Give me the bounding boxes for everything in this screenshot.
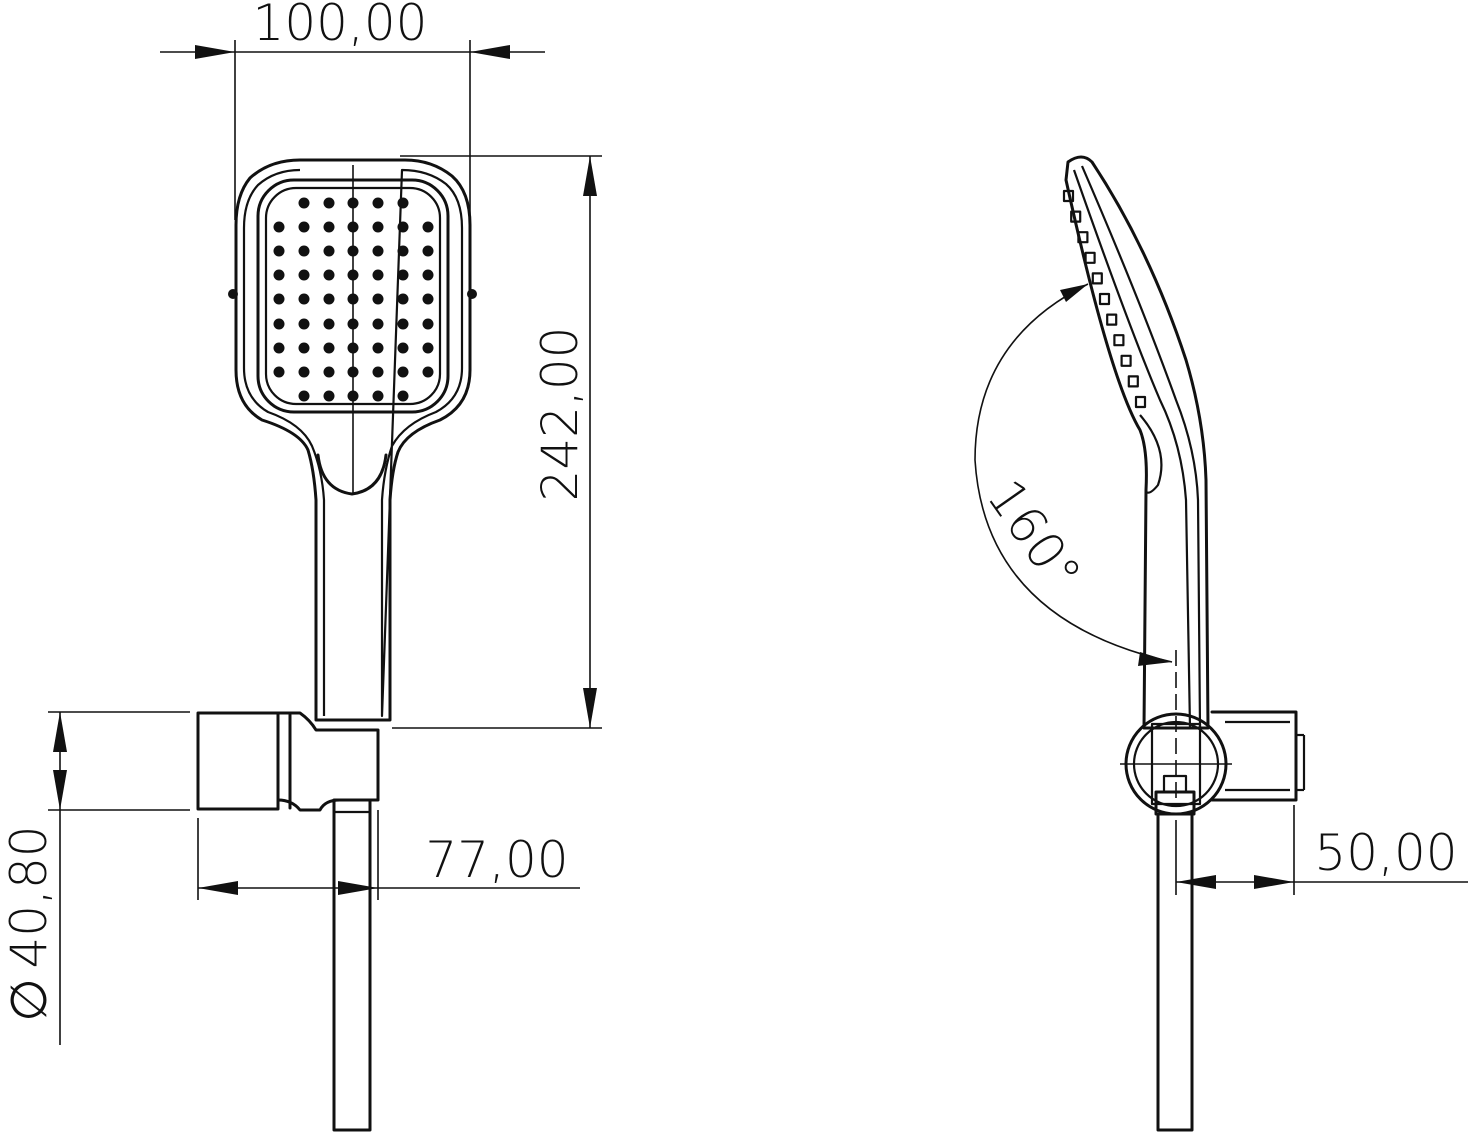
nozzle (372, 342, 384, 354)
side-dimensions: 160° 50,00 (974, 283, 1468, 895)
nozzle (298, 390, 310, 402)
front-dimensions: 100,00 242,00 40,80 ∅ 77,00 (0, 0, 602, 1045)
nozzle (422, 318, 434, 330)
side-nozzle (1062, 189, 1075, 203)
nozzle (397, 245, 409, 257)
handle-front-face (1072, 169, 1192, 729)
nozzle (347, 197, 359, 209)
nozzle (298, 318, 310, 330)
shower-head-outer (234, 158, 472, 722)
diameter-dim-label: 40,80 (0, 825, 58, 968)
nozzle (323, 390, 335, 402)
nozzle (347, 221, 359, 233)
nozzle (347, 390, 359, 402)
side-nozzle (1106, 313, 1118, 326)
nozzle (397, 390, 409, 402)
nozzle (422, 269, 434, 281)
side-nozzle (1113, 334, 1125, 347)
side-nozzle (1120, 354, 1132, 367)
nozzle (273, 342, 285, 354)
nozzle (372, 269, 384, 281)
nozzle (273, 366, 285, 378)
side-wall-bracket (1210, 710, 1298, 802)
angle-arc (974, 283, 1173, 663)
nozzle (397, 366, 409, 378)
wall-holder-arm (276, 711, 380, 812)
nozzle (273, 245, 285, 257)
nozzle (347, 245, 359, 257)
nozzle (397, 221, 409, 233)
nozzle (273, 269, 285, 281)
nozzle (397, 318, 409, 330)
nozzle (323, 342, 335, 354)
nozzle (273, 293, 285, 305)
diameter-symbol: ∅ (0, 978, 58, 1022)
front-view (196, 158, 477, 1132)
nozzle-grid (273, 197, 434, 402)
nozzle (347, 269, 359, 281)
nozzle (372, 318, 384, 330)
nozzle (422, 342, 434, 354)
nozzle (323, 221, 335, 233)
nozzle (298, 245, 310, 257)
shower-head-rim (242, 168, 464, 718)
nozzle (397, 342, 409, 354)
nozzle (422, 245, 434, 257)
nozzle (323, 318, 335, 330)
nozzle (372, 221, 384, 233)
nozzle (298, 366, 310, 378)
nozzle (372, 293, 384, 305)
nozzle (298, 293, 310, 305)
depth-dim-label: 77,00 (425, 831, 568, 889)
neck-cut (316, 453, 388, 496)
nozzle (397, 269, 409, 281)
side-nozzle-row (1062, 189, 1147, 409)
nozzle (372, 197, 384, 209)
nozzle (347, 318, 359, 330)
nozzle (323, 197, 335, 209)
nozzle (323, 293, 335, 305)
handle-inner-line (1080, 165, 1202, 729)
nozzle (323, 269, 335, 281)
nozzle (422, 366, 434, 378)
nozzle (347, 366, 359, 378)
side-button-right (467, 289, 477, 299)
nozzle (347, 293, 359, 305)
nozzle (422, 221, 434, 233)
nozzle (273, 221, 285, 233)
side-nozzle (1070, 210, 1082, 223)
side-nozzle (1098, 292, 1111, 306)
nozzle (372, 245, 384, 257)
side-hose (1156, 812, 1194, 1132)
side-nozzle (1134, 395, 1147, 409)
offset-dim-label: 50,00 (1314, 824, 1457, 882)
handle-back-profile (1064, 155, 1210, 730)
nozzle (323, 366, 335, 378)
nozzle (397, 293, 409, 305)
head-bottom-curve (1139, 414, 1163, 494)
side-button-left (228, 289, 238, 299)
angle-label: 160° (976, 469, 1093, 601)
nozzle (298, 197, 310, 209)
width-dim-label: 100,00 (253, 0, 428, 52)
height-dim-label: 242,00 (531, 327, 589, 502)
nozzle (298, 221, 310, 233)
nozzle (298, 342, 310, 354)
side-nozzle (1077, 231, 1089, 244)
nozzle (273, 318, 285, 330)
nozzle (372, 366, 384, 378)
side-nozzle (1084, 251, 1096, 264)
nozzle (347, 342, 359, 354)
side-nozzle (1127, 375, 1139, 388)
nozzle (397, 197, 409, 209)
nozzle (298, 269, 310, 281)
nozzle (323, 245, 335, 257)
nozzle (372, 390, 384, 402)
hose (332, 798, 372, 1132)
nozzle (422, 293, 434, 305)
side-view (1062, 155, 1306, 1132)
wall-holder-base (196, 711, 280, 811)
side-nozzle (1091, 272, 1103, 285)
